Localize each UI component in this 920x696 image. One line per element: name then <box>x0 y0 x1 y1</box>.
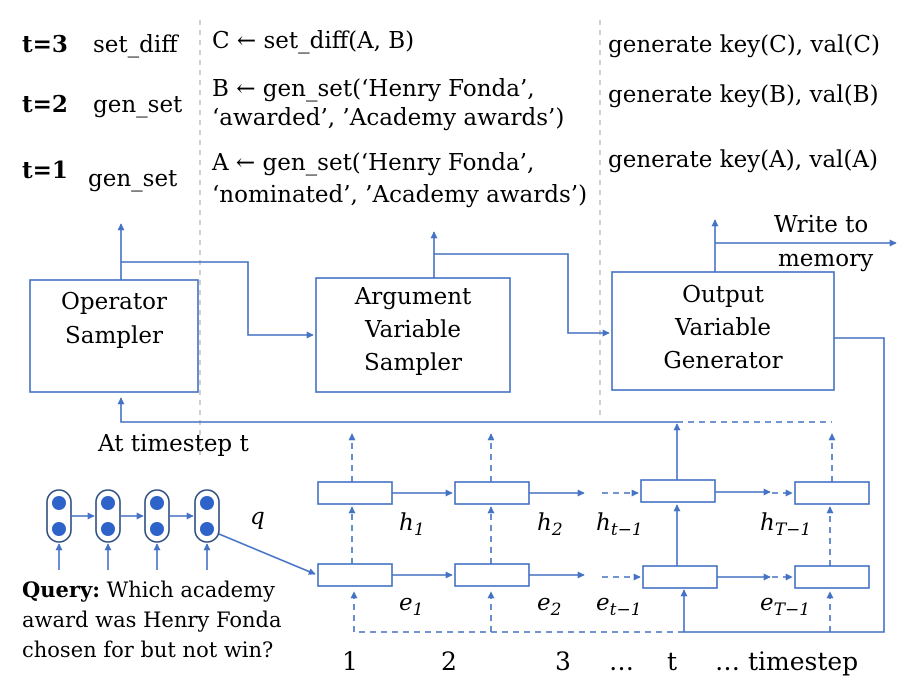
hidden-cell-T <box>794 481 870 505</box>
embed-label: et−1 <box>596 590 642 620</box>
assign-line: ‘awarded’, ’Academy awards’) <box>212 105 564 131</box>
embed-label: e1 <box>399 590 423 620</box>
axis-label: t <box>667 647 677 676</box>
timestep-label: t=3 <box>22 31 68 58</box>
generate-text: generate key(A), val(A) <box>608 147 878 173</box>
step-row-2: t=2 gen_set B ← gen_set(‘Henry Fonda’, ‘… <box>22 76 879 131</box>
hidden-label: hT−1 <box>760 510 811 540</box>
generate-text: generate key(C), val(C) <box>608 32 880 58</box>
axis-label: … <box>609 647 634 676</box>
embed-cell-1 <box>317 563 393 587</box>
timestep-label: t=1 <box>22 157 68 184</box>
embed-label: eT−1 <box>760 590 810 620</box>
assign-line: C ← set_diff(A, B) <box>212 28 414 54</box>
module-label: Sampler <box>65 323 163 349</box>
axis-label: … timestep <box>715 647 858 676</box>
query-encoder <box>46 489 220 543</box>
embed-label: e2 <box>537 590 561 620</box>
q-arrow <box>218 533 316 575</box>
hidden-label: h2 <box>537 510 563 540</box>
hidden-label: h1 <box>399 510 425 540</box>
axis-label: 1 <box>342 647 358 676</box>
module-label: Operator <box>61 289 167 315</box>
timestep-label: t=2 <box>22 91 68 118</box>
assign-line: ‘nominated’, ’Academy awards’) <box>212 182 587 208</box>
step-row-1: t=1 gen_set A ← gen_set(‘Henry Fonda’, ‘… <box>22 147 878 208</box>
feedback-to-operator-arrow <box>117 397 677 423</box>
q-label: q <box>250 504 265 530</box>
module-label: Argument <box>354 284 472 310</box>
hidden-label: ht−1 <box>596 510 643 540</box>
write-label: Write to <box>774 212 868 238</box>
output-loop-line <box>684 337 885 633</box>
timestep-caption: At timestep t <box>97 431 249 457</box>
hidden-cell-1 <box>317 481 393 505</box>
operator-to-argument-arrow <box>121 261 314 339</box>
axis-label: 2 <box>441 647 457 676</box>
module-label: Generator <box>663 348 782 374</box>
module-label: Variable <box>364 317 461 343</box>
operator-name: set_diff <box>93 32 179 58</box>
hidden-cell-2 <box>454 481 530 505</box>
embed-cell-2 <box>454 563 530 587</box>
query-line: chosen for but not win? <box>22 638 273 662</box>
query-line: Query: Which academy <box>22 577 275 602</box>
write-label: memory <box>778 246 873 272</box>
embed-cell-t <box>642 565 718 589</box>
embed-cell-T <box>794 565 870 589</box>
generate-text: generate key(B), val(B) <box>608 82 879 108</box>
operator-name: gen_set <box>88 166 178 192</box>
assign-line: A ← gen_set(‘Henry Fonda’, <box>211 150 534 176</box>
module-label: Sampler <box>364 350 462 376</box>
argument-to-output-arrow <box>434 253 610 337</box>
module-label: Output <box>682 282 764 308</box>
query-line: award was Henry Fonda <box>22 608 282 632</box>
module-label: Variable <box>674 315 771 341</box>
output-variable-generator-box: Output Variable Generator <box>611 271 835 391</box>
hidden-cell-t <box>640 479 716 503</box>
operator-name: gen_set <box>93 92 183 118</box>
axis-label: 3 <box>555 647 571 676</box>
assign-line: B ← gen_set(‘Henry Fonda’, <box>212 76 535 102</box>
step-row-3: t=3 set_diff C ← set_diff(A, B) generate… <box>22 28 880 58</box>
argument-variable-sampler-box: Argument Variable Sampler <box>315 277 511 393</box>
operator-sampler-box: Operator Sampler <box>29 279 199 393</box>
